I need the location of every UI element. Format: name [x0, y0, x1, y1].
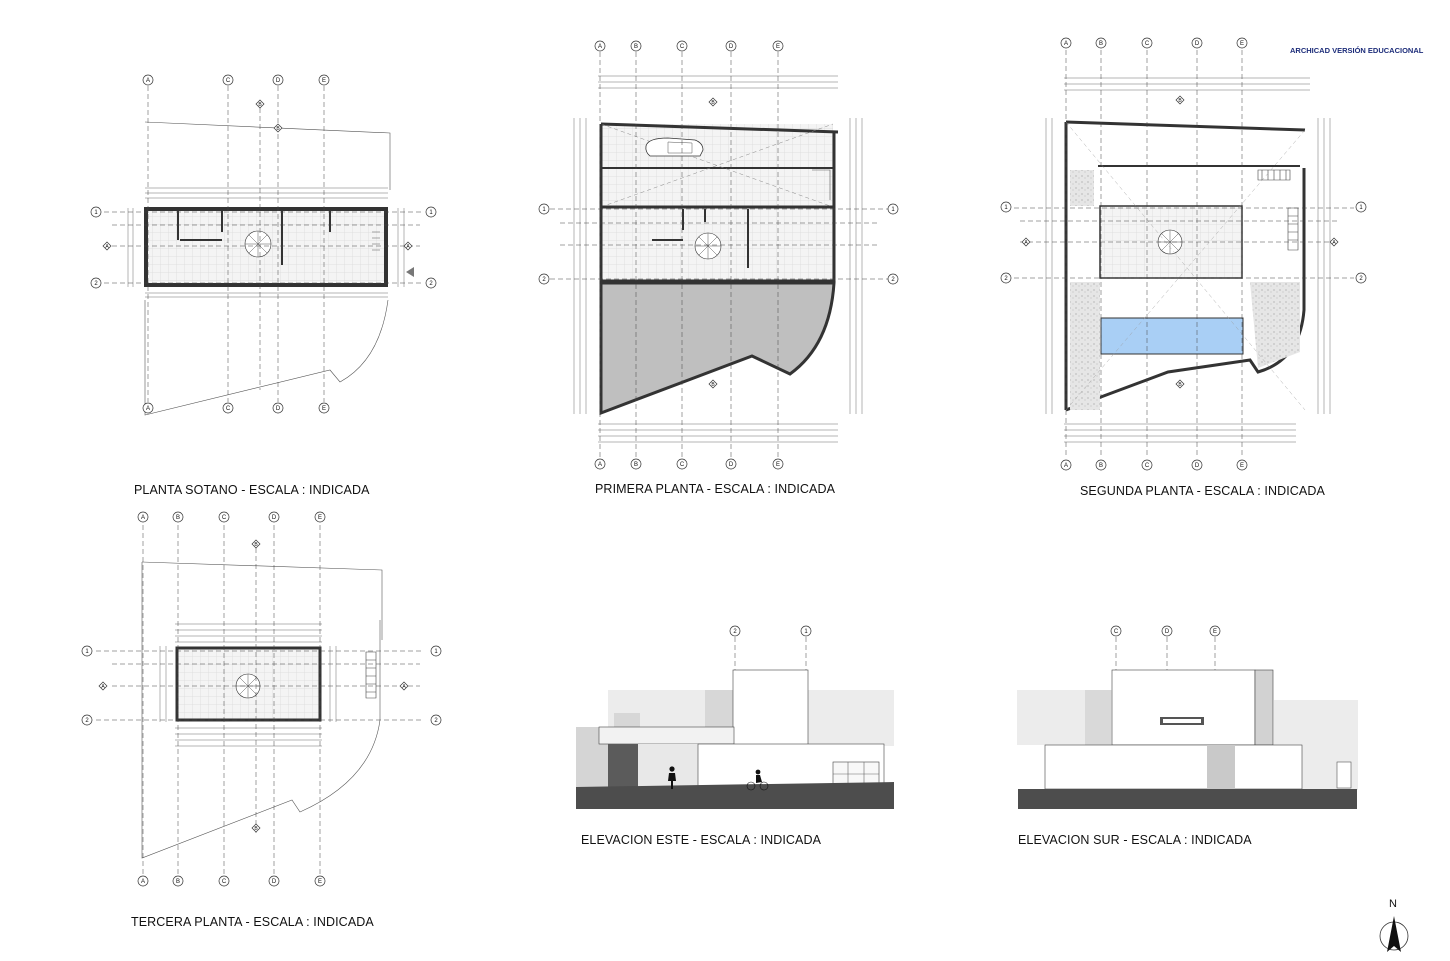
grid-label: C [226, 78, 231, 84]
watermark: ARCHICAD VERSIÓN EDUCACIONAL [1290, 46, 1424, 55]
grid-label: A [141, 515, 145, 521]
section-label: B [1178, 382, 1182, 388]
caption-elevacion-sur: ELEVACION SUR - ESCALA : INDICADA [1018, 833, 1252, 847]
section-label: A [101, 684, 105, 690]
caption-primera-planta: PRIMERA PLANTA - ESCALA : INDICADA [595, 482, 836, 496]
grid-label: D [1195, 41, 1200, 47]
section-label: B [254, 542, 258, 548]
grid-label: 1 [85, 649, 89, 655]
section-label: B [711, 100, 715, 106]
north-label: N [1389, 898, 1397, 910]
primera-grid-bubbles [538, 40, 899, 470]
grid-label: E [1213, 629, 1217, 635]
grid-label: C [1114, 629, 1119, 635]
grid-label: D [1165, 629, 1170, 635]
caption-tercera-planta: TERCERA PLANTA - ESCALA : INDICADA [131, 915, 374, 929]
caption-segunda-planta: SEGUNDA PLANTA - ESCALA : INDICADA [1080, 484, 1325, 498]
grid-label: C [222, 879, 227, 885]
section-label: B [258, 102, 262, 108]
elevation-este [576, 637, 894, 809]
grid-label: E [318, 879, 322, 885]
grid-label: 2 [891, 277, 895, 283]
grid-label: D [272, 879, 277, 885]
caption-elevacion-este: ELEVACION ESTE - ESCALA : INDICADA [581, 833, 822, 847]
grid-label: D [1195, 463, 1200, 469]
grid-label: C [222, 515, 227, 521]
section-label: A [1332, 240, 1336, 246]
grid-label: C [226, 406, 231, 412]
grid-label: 2 [94, 281, 98, 287]
section-label: B [1178, 98, 1182, 104]
grid-label: E [1240, 41, 1244, 47]
grid-label: A [598, 462, 602, 468]
grid-label: E [322, 78, 326, 84]
grid-label: E [318, 515, 322, 521]
grid-label: E [322, 406, 326, 412]
grid-label: E [776, 44, 780, 50]
grid-label: A [1064, 463, 1068, 469]
plan-sotano [104, 86, 424, 416]
grid-label: 2 [85, 718, 89, 724]
section-label: A [1024, 240, 1028, 246]
grid-label: C [1145, 41, 1150, 47]
grid-label: A [146, 406, 150, 412]
tercera-grid-bubbles [81, 511, 442, 887]
grid-label: 1 [891, 207, 895, 213]
grid-label: B [1099, 41, 1103, 47]
grid-label: 1 [1359, 205, 1363, 211]
grid-label: 2 [1004, 276, 1008, 282]
section-label: A [406, 244, 410, 250]
grid-label: 1 [434, 649, 438, 655]
grid-label: A [598, 44, 602, 50]
grid-label: B [634, 44, 638, 50]
plan-tercera [96, 525, 424, 874]
grid-label: 2 [1359, 276, 1363, 282]
plan-primera [550, 52, 888, 458]
grid-label: 1 [542, 207, 546, 213]
grid-label: A [1064, 41, 1068, 47]
grid-label: C [680, 462, 685, 468]
grid-label: B [176, 879, 180, 885]
section-label: B [254, 826, 258, 832]
grid-label: 1 [1004, 205, 1008, 211]
section-label: B [276, 126, 280, 132]
grid-label: E [776, 462, 780, 468]
grid-label: D [729, 44, 734, 50]
grid-label: 1 [429, 210, 433, 216]
grid-label: B [176, 515, 180, 521]
caption-planta-sotano: PLANTA SOTANO - ESCALA : INDICADA [134, 483, 370, 497]
segunda-grid-bubbles [1000, 37, 1367, 471]
grid-label: C [680, 44, 685, 50]
grid-label: D [276, 78, 281, 84]
grid-label: 2 [434, 718, 438, 724]
grid-label: D [272, 515, 277, 521]
grid-label: C [1145, 463, 1150, 469]
section-label: A [402, 684, 406, 690]
section-label: A [105, 244, 109, 250]
grid-label: B [634, 462, 638, 468]
section-label: B [711, 382, 715, 388]
sotano-grid-bubbles [90, 74, 437, 414]
grid-label: 1 [804, 629, 808, 635]
elevation-sur [1017, 637, 1358, 809]
grid-label: A [141, 879, 145, 885]
grid-label: D [729, 462, 734, 468]
grid-label: E [1240, 463, 1244, 469]
plan-segunda [1014, 50, 1354, 458]
grid-bubbles: A C D E A C D E 1 2 1 2 A B C D E A B C [81, 37, 1367, 887]
section-markers [98, 95, 1339, 833]
north-arrow-icon [1379, 916, 1409, 952]
grid-label: A [146, 78, 150, 84]
grid-label: 2 [542, 277, 546, 283]
section-marker-labels: A A B B B B B B A A A A B B [101, 98, 1336, 832]
grid-label: B [1099, 463, 1103, 469]
grid-label: 2 [429, 281, 433, 287]
grid-label: D [276, 406, 281, 412]
grid-label: 1 [94, 210, 98, 216]
grid-label: 2 [733, 629, 737, 635]
elevation-grid-bubbles [729, 625, 1221, 637]
